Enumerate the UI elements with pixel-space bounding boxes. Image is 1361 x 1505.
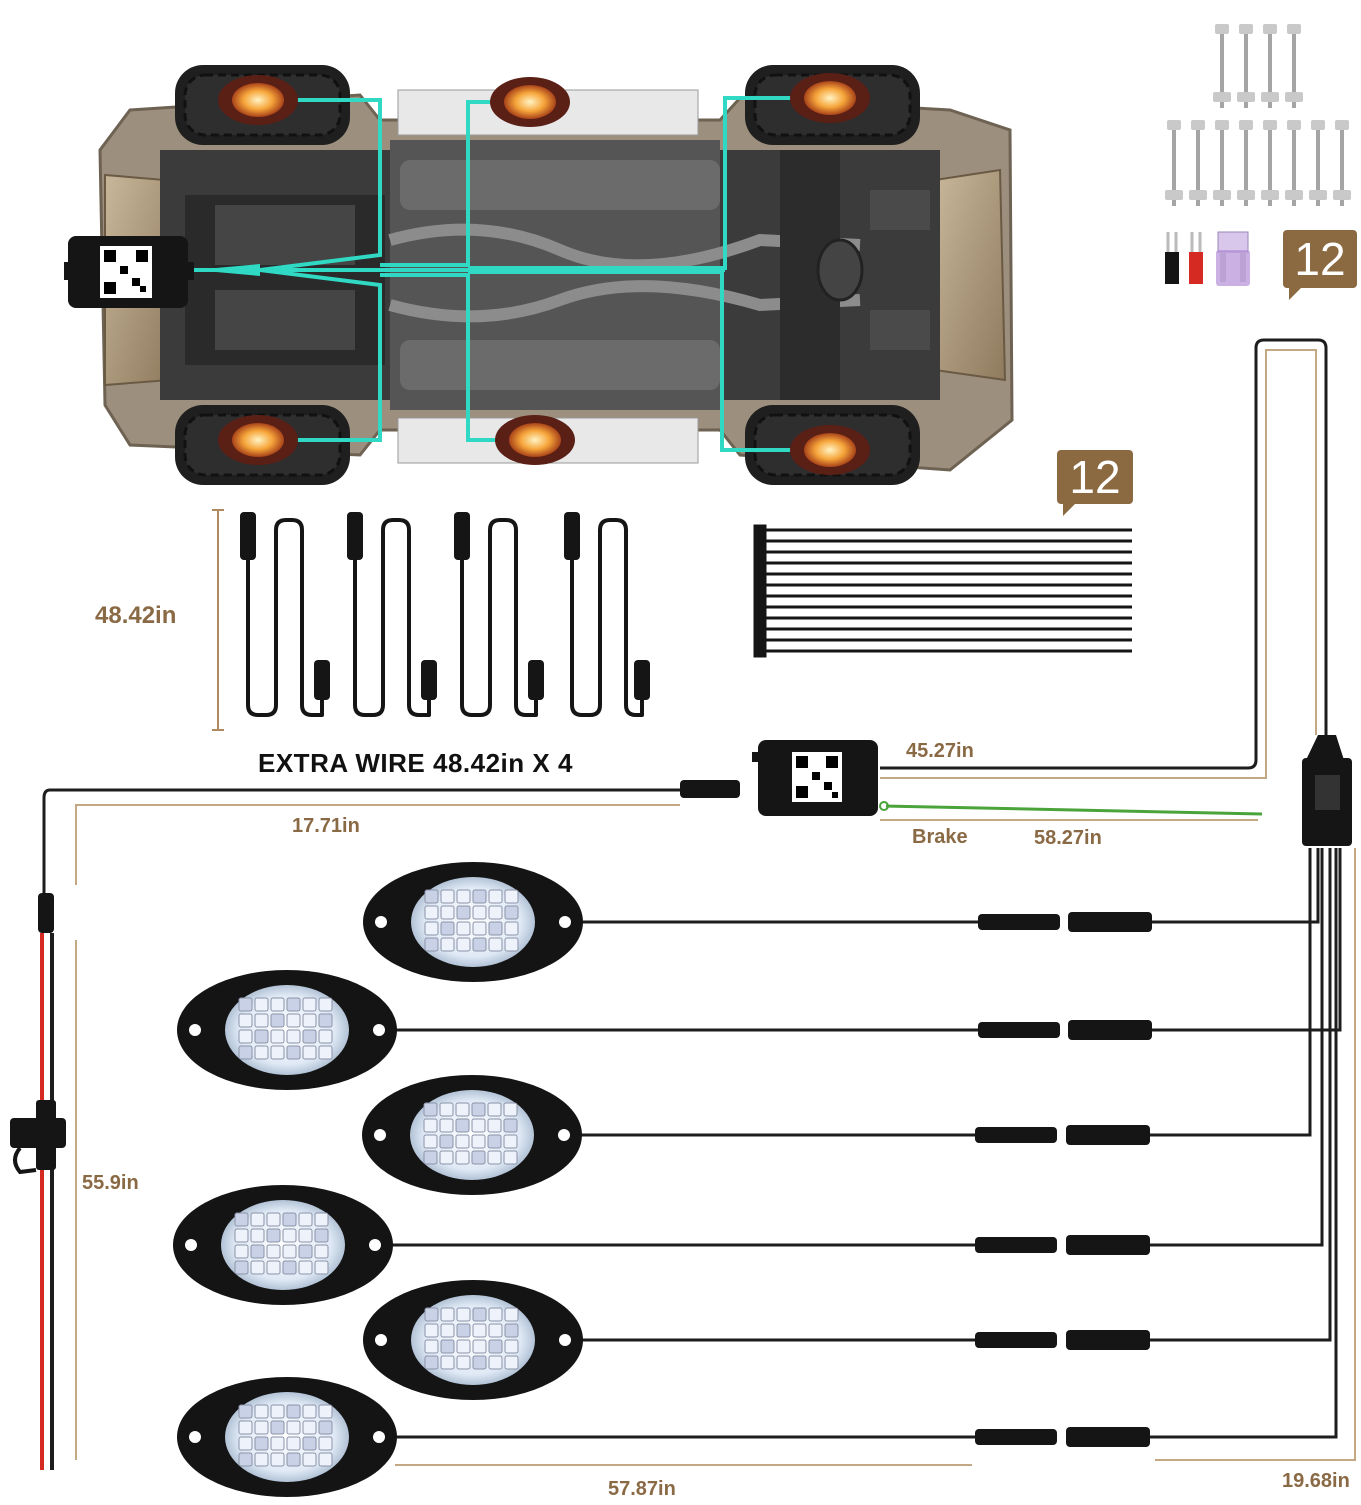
hub-lead-length: 19.68in [1282,1470,1350,1492]
brake-label: Brake [912,826,968,848]
main-wires [42,338,1342,1439]
led-pod-icon [363,1280,583,1400]
extra-wire-title: EXTRA WIRE 48.42in X 4 [258,748,573,778]
truck-pod-rr [790,425,870,475]
led-pod-icon [177,1377,397,1497]
power-cable [10,893,66,1470]
truck-underside-illustration [64,65,1014,485]
brake-wire [885,804,1263,816]
zip-tie-icon [753,524,1132,658]
power-cable-length: 55.9in [82,1172,139,1194]
splitter-hub-icon [1302,735,1352,846]
bolt-row-1 [1220,28,1296,108]
truck-pod-fl [218,75,298,125]
truck-wiring-highlight [185,96,800,452]
controller-to-hub-length: 45.27in [906,740,974,762]
truck-pod-ml [490,77,570,127]
controller-box-icon [64,236,194,308]
led-pod-icon [362,1075,582,1195]
zip-tie-count-badge: 12 [1057,450,1133,516]
wire-connector-icon [975,912,1152,1447]
truck-pod-fr [218,415,298,465]
fuse-icon [1216,231,1250,286]
truck-pod-rl [790,73,870,123]
dimension-lines [75,349,1356,1466]
brake-length: 58.27in [1034,827,1102,849]
hardware-count-badge: 12 [1283,230,1357,300]
power-to-controller-length: 17.71in [292,815,360,837]
led-pod-icon [177,970,397,1090]
pod-wire-length: 57.87in [608,1478,676,1500]
spade-terminal-icon [1165,232,1203,284]
hardware-kit [1131,7,1351,286]
truck-pod-mr [495,415,575,465]
led-pod-icon [363,862,583,982]
extra-wire-bundle [212,509,650,731]
controller-box-icon [680,740,878,816]
led-pod-group [173,862,583,1497]
led-pod-icon [173,1185,393,1305]
wire-connector-icon [240,512,650,700]
fuse-holder-icon [10,1100,66,1175]
extra-wire-length-label: 48.42in [95,602,177,629]
